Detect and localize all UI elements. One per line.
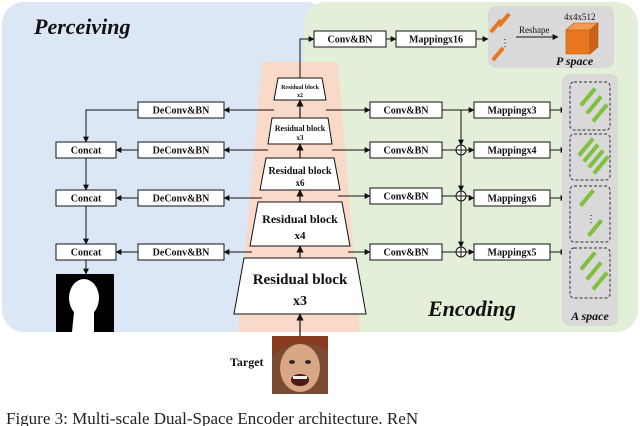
sum-node-3-icon	[455, 246, 467, 258]
a-space-group-4	[569, 247, 611, 299]
residual-block-x6-count: x6	[296, 178, 306, 188]
row1-deconv-label: DeConv&BN	[153, 146, 210, 157]
reshape-label: Reshape	[519, 25, 550, 35]
residual-block-x3-small-count: x3	[297, 134, 305, 142]
a-space-panel	[562, 74, 618, 326]
residual-block-x3-large-count: x3	[293, 294, 307, 309]
residual-block-x3-large-label: Residual block	[253, 272, 348, 288]
row3-concat-label: Concat	[71, 248, 102, 259]
row2-mapping-label: Mappingx6	[488, 194, 537, 205]
p-space-label: P space	[556, 54, 594, 68]
mask-face-shape	[69, 279, 99, 317]
row2-concat-label: Concat	[71, 194, 102, 205]
a-space-group-1	[569, 81, 611, 131]
residual-block-x2	[273, 77, 327, 101]
row2-sum-to-mapping-arrow	[466, 195, 475, 201]
sum-node-2-icon	[455, 190, 467, 202]
top-conv-label: Conv&BN	[327, 35, 373, 46]
top-mapping-label: Mappingx16	[409, 35, 463, 46]
row0-mapping-label: Mappingx3	[488, 106, 537, 117]
latent-vectors-icon: ⋮	[489, 12, 511, 62]
row1-concat-label: Concat	[71, 146, 102, 157]
svg-text:⋮: ⋮	[586, 214, 596, 225]
residual-block-x3-small	[267, 117, 333, 145]
row0-conv-label: Conv&BN	[383, 106, 429, 117]
perceiving-title: Perceiving	[33, 14, 131, 39]
row2-deconv-label: DeConv&BN	[153, 194, 210, 205]
residual-block-x4	[249, 201, 351, 247]
a-space-label: A space	[570, 309, 609, 323]
row0-deconv-label: DeConv&BN	[153, 106, 210, 117]
residual-block-x3-large	[233, 257, 367, 315]
figure-caption: Figure 3: Multi-scale Dual-Space Encoder…	[6, 409, 418, 426]
row1-mapping-label: Mappingx4	[488, 146, 537, 157]
residual-block-x6	[259, 157, 341, 191]
row2-conv-label: Conv&BN	[383, 192, 429, 203]
mask-neck-shape	[72, 312, 94, 332]
row0-deconv-to-concat-connector	[83, 109, 138, 143]
residual-block-x2-count: x2	[297, 93, 303, 99]
p-space-cube-icon	[565, 22, 599, 55]
svg-text:⋮: ⋮	[500, 38, 510, 49]
residual-block-x4-count: x4	[295, 230, 307, 242]
row3-deconv-label: DeConv&BN	[153, 248, 210, 259]
residual-block-x6-label: Residual block	[268, 166, 332, 177]
residual-block-x3-small-label: Residual block	[275, 124, 326, 133]
a-space-group-2	[569, 133, 611, 181]
row1-conv-label: Conv&BN	[383, 146, 429, 157]
encoding-title: Encoding	[427, 296, 516, 321]
top-branch-connector	[299, 36, 315, 78]
row3-conv-label: Conv&BN	[383, 248, 429, 259]
target-face-image	[272, 336, 328, 394]
residual-block-x2-label: Residual block	[281, 85, 320, 91]
target-label: Target	[230, 355, 264, 369]
a-space-group-3: ⋮	[569, 185, 611, 243]
row3-mapping-label: Mappingx5	[488, 248, 537, 259]
tensor-size-label: 4x4x512	[564, 12, 596, 22]
sum-node-1-icon	[455, 144, 467, 156]
residual-block-x4-label: Residual block	[262, 212, 338, 226]
